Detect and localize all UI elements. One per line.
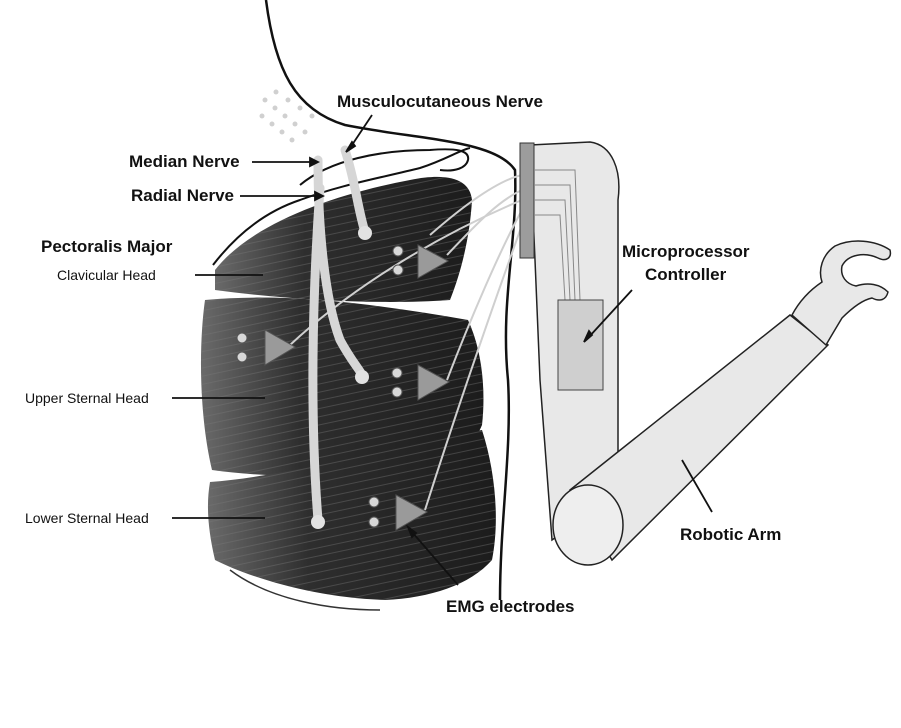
pectoralis-major-muscle [200, 176, 496, 600]
elbow-joint [552, 484, 624, 566]
radial-nerve-path [308, 183, 325, 525]
label-microprocessor: Microprocessor [622, 242, 750, 261]
prosthetic-hand [791, 240, 892, 347]
label-upper-sternal-head: Upper Sternal Head [25, 390, 149, 406]
nerves [308, 145, 370, 525]
controller-wires [534, 169, 581, 301]
nerve-endings [311, 226, 372, 529]
emg-electrode [391, 364, 451, 401]
label-median-nerve: Median Nerve [129, 152, 240, 171]
electrode-wires [289, 174, 523, 511]
emg-electrode [392, 244, 450, 279]
label-robotic-arm: Robotic Arm [680, 525, 781, 544]
label-pectoralis-major: Pectoralis Major [41, 237, 173, 256]
lower-body-outline [229, 569, 381, 611]
leader-lines [172, 114, 713, 586]
nerve-origin-arrows [259, 89, 315, 143]
label-radial-nerve: Radial Nerve [131, 186, 234, 205]
microprocessor-controller-box [557, 299, 604, 391]
musculocutaneous-nerve-path [340, 145, 370, 237]
label-controller: Controller [645, 265, 727, 284]
socket-connector [519, 142, 535, 259]
emg-electrode [236, 329, 296, 366]
label-clavicular-head: Clavicular Head [57, 267, 156, 283]
label-musculocutaneous-nerve: Musculocutaneous Nerve [337, 92, 543, 111]
plexus-sheath [299, 148, 470, 186]
label-lower-sternal-head: Lower Sternal Head [25, 510, 149, 526]
label-emg-electrodes: EMG electrodes [446, 597, 575, 616]
chest-outline [212, 147, 471, 266]
emg-electrode [368, 494, 429, 531]
emg-electrode-group [236, 244, 451, 531]
